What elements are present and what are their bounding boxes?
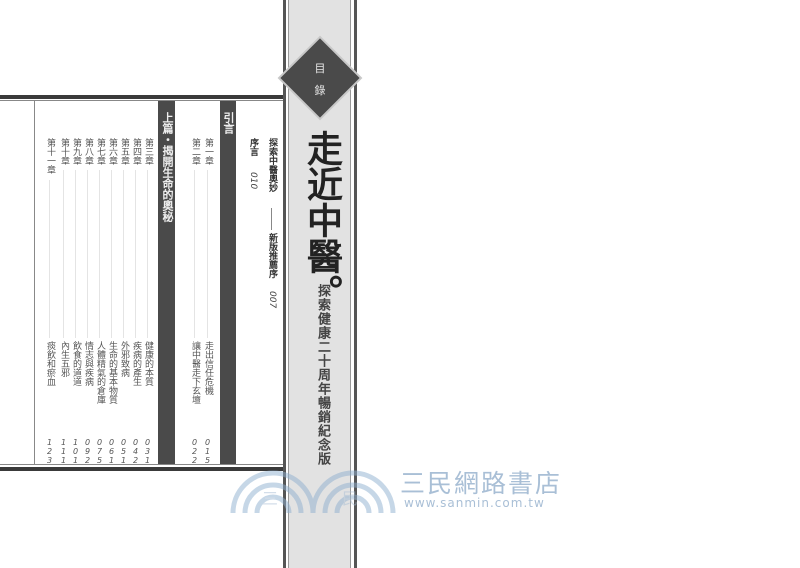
chapter-page: 101	[71, 438, 80, 465]
leader-line	[207, 170, 208, 338]
intro-section-bar	[220, 101, 236, 464]
toc-left-border	[34, 101, 35, 464]
chapter-number: 第七章	[95, 138, 105, 165]
chapter-title: 痰飲和瘀血	[45, 341, 55, 386]
leader-line	[63, 170, 64, 338]
foreword-dash	[271, 208, 272, 230]
chapter-title: 健康的本質	[143, 341, 153, 386]
chapter-number: 第三章	[143, 138, 153, 165]
chapter-page: 111	[59, 438, 68, 465]
toc-top-rule-thin	[0, 100, 283, 101]
leader-line	[147, 170, 148, 338]
logo-char-2: 民	[342, 489, 361, 508]
chapter-title: 情志與疾病	[83, 341, 93, 386]
diamond-label: 目 錄	[300, 58, 340, 118]
chapter-page: 015	[203, 438, 212, 465]
spine-border-right	[354, 0, 357, 568]
chapter-title: 人體精氣的倉庫	[95, 341, 105, 404]
foreword-subtitle: 新版推薦序	[267, 233, 277, 278]
chapter-page: 022	[190, 438, 199, 465]
chapter-title: 飲食的道道	[71, 341, 81, 386]
chapter-page: 123	[45, 438, 54, 465]
chapter-page: 051	[119, 438, 128, 465]
chapter-page: 075	[95, 438, 104, 465]
chapter-title: 讓中醫走下玄壇	[190, 341, 200, 404]
part1-section-label: 上篇‧揭開生命的奧秘	[161, 112, 174, 222]
diamond-char-2: 錄	[314, 84, 326, 97]
chapter-number: 第六章	[107, 138, 117, 165]
book-title: 走近中醫。	[301, 130, 343, 310]
book-subtitle: 探索健康二十周年暢銷紀念版	[315, 284, 330, 466]
chapter-title: 疾病的產生	[131, 341, 141, 386]
chapter-number: 第八章	[83, 138, 93, 165]
leader-line	[135, 170, 136, 338]
leader-line	[194, 170, 195, 338]
leader-line	[123, 170, 124, 338]
chapter-page: 031	[143, 438, 152, 465]
chapter-number: 第一章	[203, 138, 213, 165]
chapter-title: 外邪致病	[119, 341, 129, 377]
diamond-char-1: 目	[314, 62, 326, 75]
part1-section-bar	[158, 101, 175, 464]
spine-border-left	[283, 0, 286, 568]
watermark-store-name: 三民網路書店	[400, 469, 563, 498]
watermark-url: www.sanmin.com.tw	[404, 496, 545, 510]
chapter-number: 第九章	[71, 138, 81, 165]
chapter-number: 第十章	[59, 138, 69, 165]
leader-line	[75, 170, 76, 338]
foreword-title: 探索中醫奧妙	[267, 138, 277, 192]
leader-line	[49, 180, 50, 338]
leader-line	[87, 170, 88, 338]
chapter-page: 092	[83, 438, 92, 465]
toc-top-rule	[0, 95, 283, 99]
toc-bottom-rule	[0, 467, 283, 471]
chapter-title: 內生五邪	[59, 341, 69, 377]
chapter-title: 生命的基本物質	[107, 341, 117, 404]
toc-bottom-rule-thin	[0, 464, 283, 465]
chapter-page: 061	[107, 438, 116, 465]
preface-title: 序言	[248, 138, 258, 156]
logo-char-1: 三	[262, 489, 281, 508]
chapter-number: 第二章	[190, 138, 200, 165]
preface-page: 010	[248, 172, 258, 190]
chapter-number: 第五章	[119, 138, 129, 165]
intro-section-label: 引言	[222, 112, 235, 134]
chapter-number: 第四章	[131, 138, 141, 165]
arches-icon	[230, 470, 396, 514]
chapter-title: 走出信任危機	[203, 341, 213, 395]
leader-line	[111, 170, 112, 338]
chapter-page: 042	[131, 438, 140, 465]
leader-line	[99, 170, 100, 338]
chapter-number: 第十一章	[45, 138, 55, 174]
watermark-logo: 三 民	[228, 455, 408, 515]
foreword-page: 007	[267, 291, 277, 309]
